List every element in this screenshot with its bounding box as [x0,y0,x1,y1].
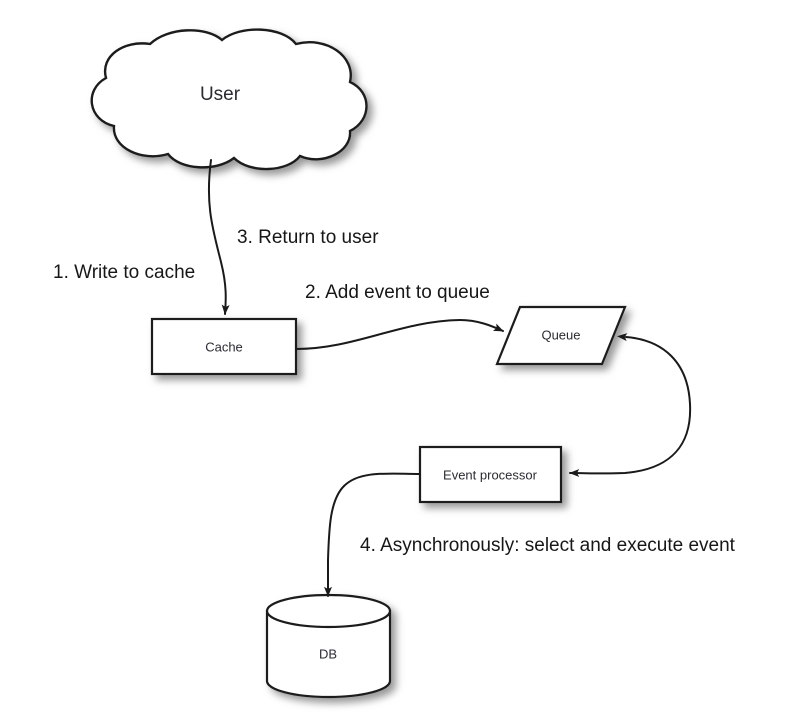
edge-label-step4: 4. Asynchronously: select and execute ev… [360,535,736,556]
node-queue[interactable]: Queue [495,305,627,366]
node-label-user: User [200,84,241,105]
node-label-queue: Queue [541,327,580,342]
node-label-cache: Cache [205,339,243,354]
cache-rect [150,317,298,376]
node-label-event-processor: Event processor [443,467,538,482]
edge-event-processor-to-db [324,472,421,597]
cloud-shape [90,28,368,171]
edge-label-step2: 2. Add event to queue [305,282,490,303]
node-event-processor[interactable]: Event processor [418,445,563,504]
node-user[interactable]: User [90,28,368,171]
db-cylinder-top [265,593,392,629]
edge-label-step3: 3. Return to user [237,227,379,248]
event-processor-rect [418,445,563,504]
db-cylinder-body [265,609,392,699]
edge-queue-event-processor-loop [569,333,692,478]
node-cache[interactable]: Cache [150,317,298,376]
node-db[interactable]: DB [265,593,392,699]
edge-cache-to-queue [295,318,504,350]
node-label-db: DB [319,646,337,661]
edge-label-step1: 1. Write to cache [53,262,195,283]
edge-user-to-cache [207,159,230,315]
